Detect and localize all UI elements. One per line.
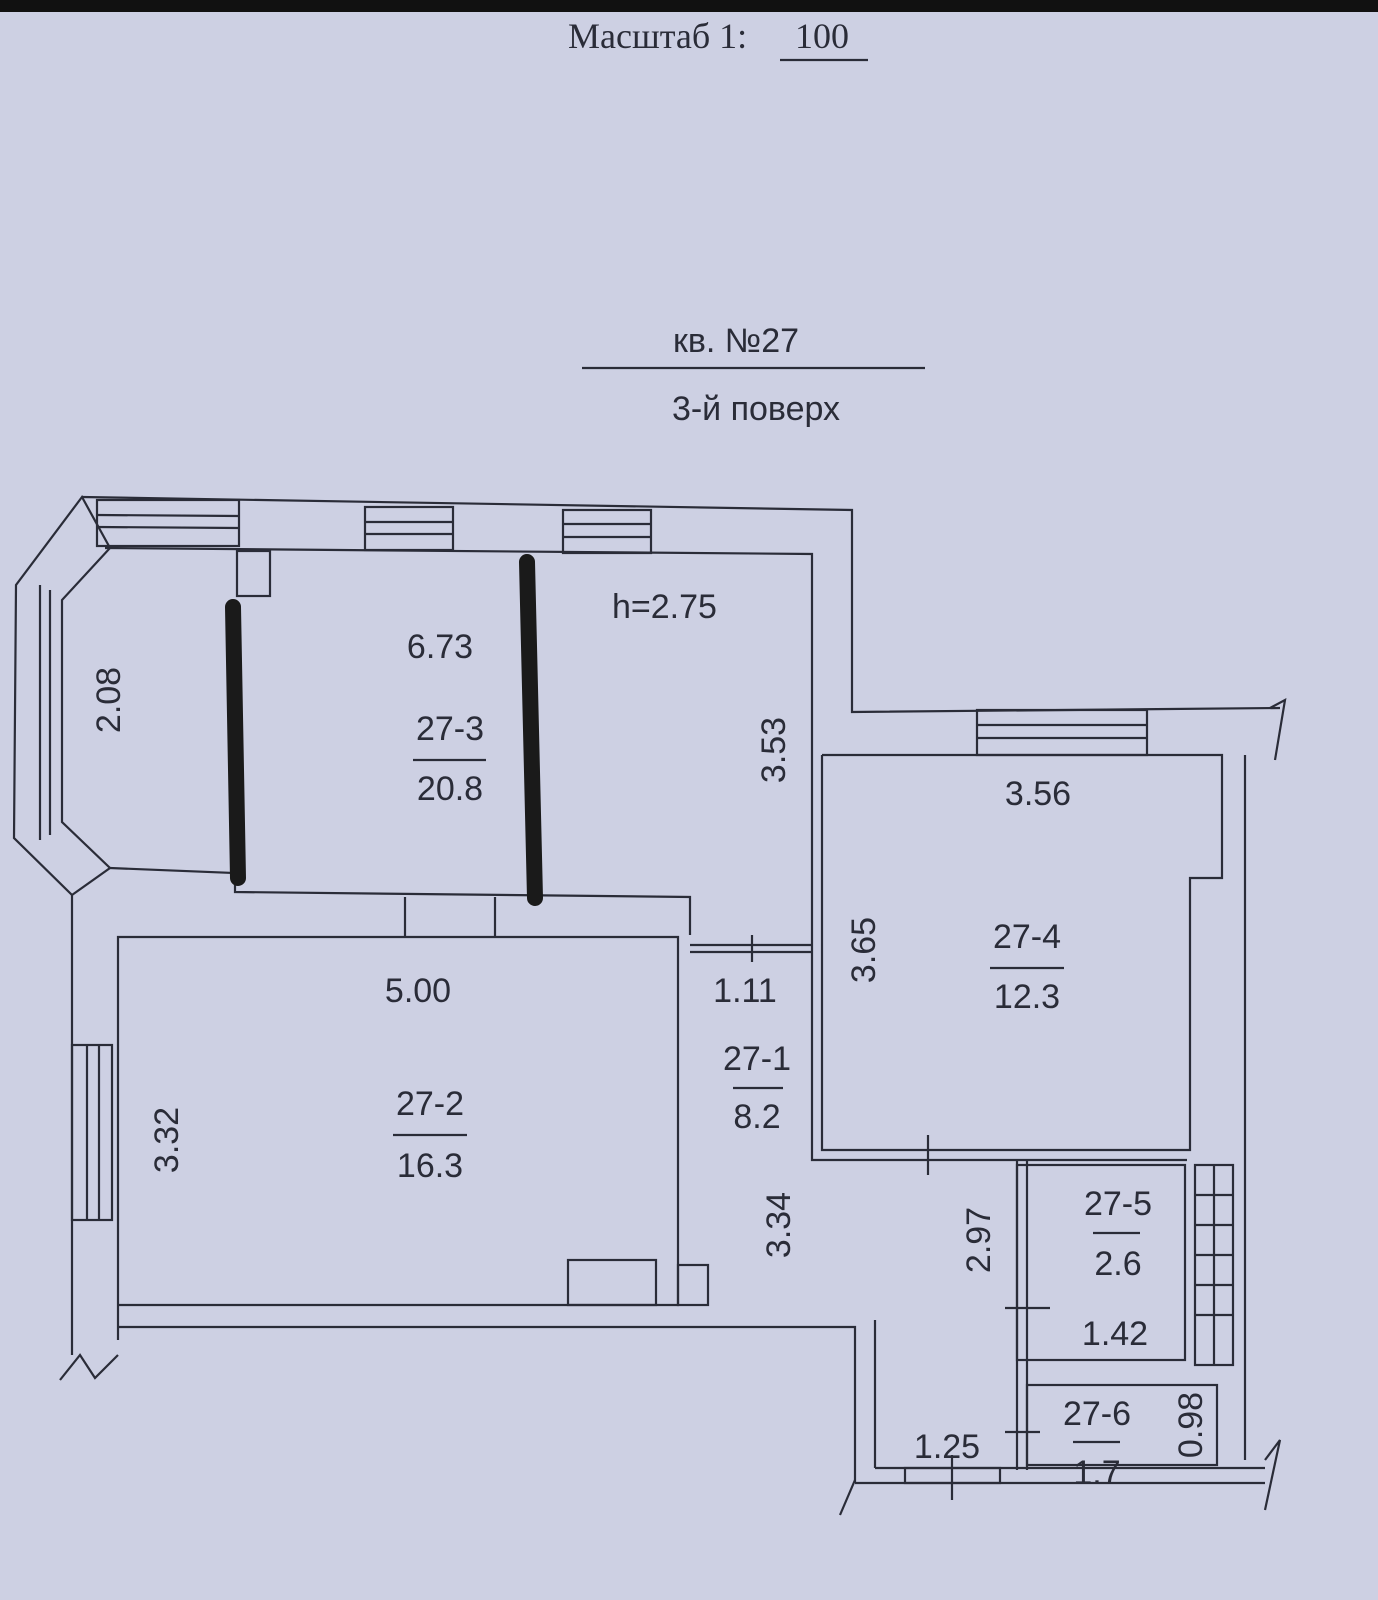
marked-wall-left (225, 599, 246, 886)
top-edge (0, 0, 1378, 12)
floor-label: 3-й поверх (672, 390, 840, 428)
scale-value: 100 (795, 16, 849, 56)
room-27-4: 3.56 27-4 12.3 (990, 775, 1071, 1016)
svg-text:6.73: 6.73 (407, 628, 473, 666)
svg-text:27-6: 27-6 (1063, 1395, 1131, 1433)
room-27-3: 6.73 27-3 20.8 (407, 628, 486, 808)
svg-text:12.3: 12.3 (994, 978, 1060, 1016)
room-27-6: 27-6 1.7 (1063, 1395, 1131, 1492)
scale-label: Масштаб 1: (568, 16, 747, 56)
svg-text:27-4: 27-4 (993, 918, 1061, 956)
dim-2-97: 2.97 (960, 1207, 998, 1273)
room-27-2: 5.00 27-2 16.3 (385, 972, 467, 1185)
svg-text:1.11: 1.11 (713, 972, 777, 1010)
svg-text:27-2: 27-2 (396, 1085, 464, 1123)
dim-3-53: 3.53 (755, 717, 793, 783)
svg-text:1.42: 1.42 (1082, 1315, 1148, 1353)
svg-text:5.00: 5.00 (385, 972, 451, 1010)
dim-3-34: 3.34 (760, 1192, 798, 1258)
svg-text:3.56: 3.56 (1005, 775, 1071, 813)
svg-text:1.7: 1.7 (1073, 1454, 1120, 1492)
dim-1-25: 1.25 (914, 1428, 980, 1466)
dim-3-32: 3.32 (148, 1107, 186, 1173)
svg-text:27-5: 27-5 (1084, 1185, 1152, 1223)
room-27-1: 1.11 27-1 8.2 (713, 972, 791, 1136)
svg-text:16.3: 16.3 (397, 1147, 463, 1185)
dim-2-08: 2.08 (90, 667, 128, 733)
svg-text:2.6: 2.6 (1094, 1245, 1141, 1283)
apartment-number: кв. №27 (673, 322, 799, 360)
room-27-5: 27-5 2.6 1.42 (1082, 1185, 1152, 1353)
svg-text:27-1: 27-1 (723, 1040, 791, 1078)
marked-wall-right (519, 554, 543, 906)
dim-3-65: 3.65 (845, 917, 883, 983)
ceiling-height: h=2.75 (612, 588, 717, 626)
walls (12, 494, 1287, 1516)
svg-text:27-3: 27-3 (416, 710, 484, 748)
svg-text:20.8: 20.8 (417, 770, 483, 808)
svg-text:8.2: 8.2 (733, 1098, 780, 1136)
dim-0-98: 0.98 (1172, 1392, 1210, 1458)
